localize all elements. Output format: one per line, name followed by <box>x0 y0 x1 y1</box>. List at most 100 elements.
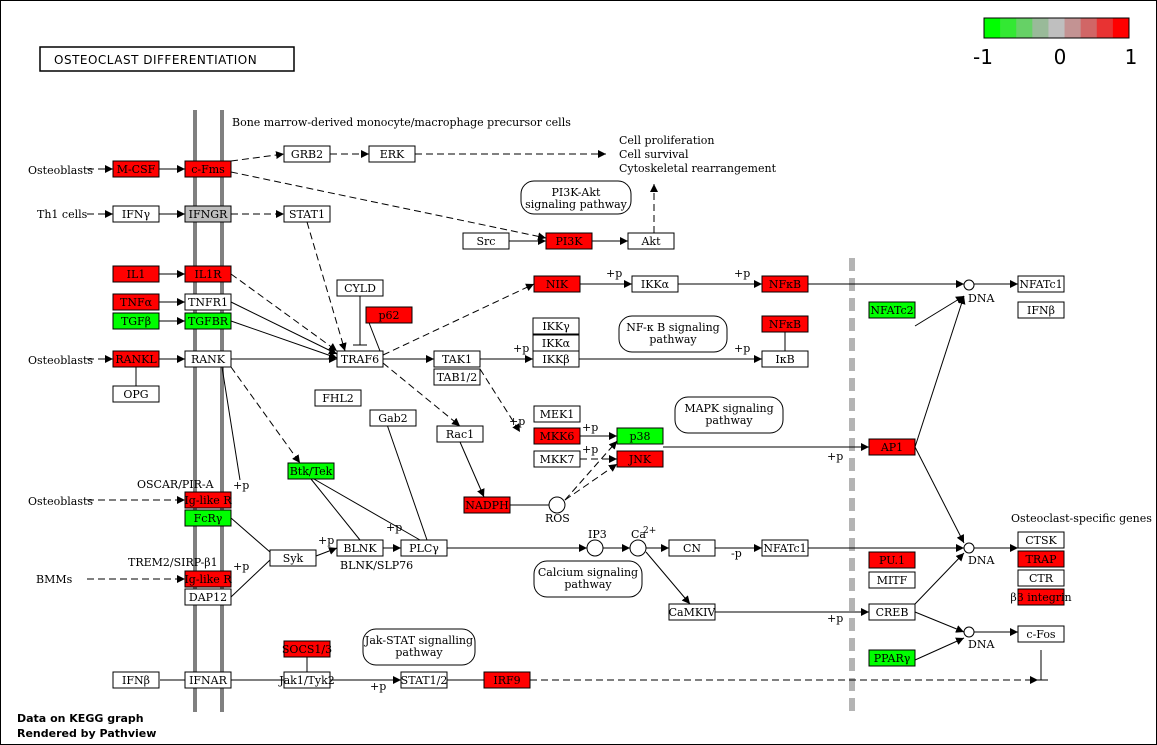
gene-node-ctr[interactable]: CTR <box>1017 569 1065 587</box>
phospho-label: +p <box>513 342 529 355</box>
gene-node-ifng[interactable]: IFNγ <box>112 205 160 223</box>
gene-node-tnfa[interactable]: TNFα <box>112 293 160 311</box>
gene-node-mek1[interactable]: MEK1 <box>533 405 581 423</box>
gene-label: MKK6 <box>540 430 575 443</box>
gene-node-akt[interactable]: Akt <box>627 232 675 250</box>
gene-node-nfatc1a[interactable]: NFATc1 <box>1017 275 1065 293</box>
gene-label: M-CSF <box>117 163 156 176</box>
gene-node-stat12[interactable]: STAT1/2 <box>400 671 448 689</box>
gene-node-mcsf[interactable]: M-CSF <box>112 160 160 178</box>
gene-node-cn[interactable]: CN <box>668 539 716 557</box>
footer-line-2: Rendered by Pathview <box>17 727 156 740</box>
gene-label: IKKα <box>542 337 571 350</box>
gene-node-rac1[interactable]: Rac1 <box>436 425 484 443</box>
gene-node-p62[interactable]: p62 <box>365 306 413 324</box>
gene-node-nfatc2[interactable]: NFATc2 <box>868 301 916 319</box>
gene-node-ikb[interactable]: IκB <box>761 350 809 368</box>
gene-node-creb[interactable]: CREB <box>868 603 916 621</box>
gene-node-blnk[interactable]: BLNK <box>336 539 384 557</box>
dna-marker-3 <box>963 626 975 638</box>
gene-node-il1[interactable]: IL1 <box>112 265 160 283</box>
gene-node-pi3k[interactable]: PI3K <box>545 232 593 250</box>
gene-node-nik[interactable]: NIK <box>533 275 581 293</box>
gene-label: CN <box>683 542 701 555</box>
gene-label: IRF9 <box>493 674 520 687</box>
gene-node-tnfr1[interactable]: TNFR1 <box>184 293 232 311</box>
pathway-edge <box>299 470 421 541</box>
cell-membrane <box>193 110 224 712</box>
gene-node-btk[interactable]: Btk/Tek <box>287 462 335 480</box>
pathway-edge <box>914 637 965 661</box>
pathway-edge <box>479 368 521 433</box>
gene-node-ctsk[interactable]: CTSK <box>1017 531 1065 549</box>
pathway-label: pathway <box>395 646 443 659</box>
gene-node-ikka2[interactable]: IKKα <box>532 334 580 352</box>
gene-node-mkk7[interactable]: MKK7 <box>533 450 581 468</box>
gene-node-iglike1[interactable]: Ig-like R <box>184 491 232 509</box>
gene-node-rank[interactable]: RANK <box>184 350 232 368</box>
gene-node-il1r[interactable]: IL1R <box>184 265 232 283</box>
gene-node-mkk6[interactable]: MKK6 <box>533 427 581 445</box>
gene-node-ikkb[interactable]: IKKβ <box>532 350 580 368</box>
gene-node-jak[interactable]: Jak1/Tyk2 <box>278 671 335 689</box>
gene-node-camkiv[interactable]: CaMKIV <box>668 603 717 621</box>
gene-node-nfkb2[interactable]: NFκB <box>761 315 809 333</box>
gene-node-traf6[interactable]: TRAF6 <box>336 350 384 368</box>
gene-node-p38[interactable]: p38 <box>616 427 664 445</box>
pathway-edge <box>315 547 338 557</box>
gene-node-tab12[interactable]: TAB1/2 <box>433 368 481 386</box>
gene-node-ifnar[interactable]: IFNAR <box>184 671 232 689</box>
gene-node-src[interactable]: Src <box>462 232 510 250</box>
gene-node-stat1a[interactable]: STAT1 <box>283 205 331 223</box>
gene-node-nfatc1b[interactable]: NFATc1 <box>761 539 809 557</box>
gene-node-ikka[interactable]: IKKα <box>631 275 679 293</box>
ros-label: ROS <box>545 512 570 525</box>
gene-node-tgfbr[interactable]: TGFBR <box>184 312 232 330</box>
gene-node-pu1[interactable]: PU.1 <box>868 551 916 569</box>
gene-label: MKK7 <box>540 453 575 466</box>
gene-label: Src <box>477 235 496 248</box>
gene-node-tak1[interactable]: TAK1 <box>433 350 481 368</box>
gene-node-ifnb2[interactable]: IFNβ <box>1017 301 1065 319</box>
gene-node-plcy[interactable]: PLCγ <box>400 539 448 557</box>
gene-node-ifngr[interactable]: IFNGR <box>184 205 232 223</box>
gene-node-cfos[interactable]: c-Fos <box>1017 625 1065 643</box>
gene-node-b3integrin[interactable]: β3 integrin <box>1010 588 1072 606</box>
gene-node-opg[interactable]: OPG <box>112 385 160 403</box>
gene-node-erk[interactable]: ERK <box>368 145 416 163</box>
pathway-label: Calcium signaling <box>538 566 638 579</box>
gene-node-trap[interactable]: TRAP <box>1017 550 1065 568</box>
gene-node-irf9[interactable]: IRF9 <box>483 671 531 689</box>
trem2-label: TREM2/SIRP-β1 <box>128 556 218 569</box>
pathway-edge <box>230 301 338 355</box>
gene-node-grb2[interactable]: GRB2 <box>283 145 331 163</box>
gene-node-socs[interactable]: SOCS1/3 <box>282 640 332 658</box>
gene-node-rankl[interactable]: RANKL <box>112 350 160 368</box>
gene-node-jnk[interactable]: JNK <box>616 450 664 468</box>
gene-node-iglike2[interactable]: Ig-like R <box>184 570 232 588</box>
gene-node-ifnb1[interactable]: IFNβ <box>112 671 160 689</box>
gene-node-nadph[interactable]: NADPH <box>463 496 511 514</box>
gene-node-cyld[interactable]: CYLD <box>336 279 384 297</box>
gene-node-syk[interactable]: Syk <box>269 549 317 567</box>
gene-node-ppary[interactable]: PPARγ <box>868 649 916 667</box>
phospho-label: +p <box>233 479 249 492</box>
gene-node-ap1[interactable]: AP1 <box>868 438 916 456</box>
gene-node-tgfb[interactable]: TGFβ <box>112 312 160 330</box>
gene-node-fhl2[interactable]: FHL2 <box>314 389 362 407</box>
gene-node-gab2[interactable]: Gab2 <box>369 409 417 427</box>
gene-node-nfkb1[interactable]: NFκB <box>761 275 809 293</box>
phospho-label: -p <box>731 547 742 560</box>
gene-node-dap12[interactable]: DAP12 <box>184 588 232 606</box>
gene-node-mitf[interactable]: MITF <box>868 571 916 589</box>
gene-node-cfms[interactable]: c-Fms <box>184 160 232 178</box>
gene-node-fcry[interactable]: FcRγ <box>184 509 232 527</box>
gene-label: IFNGR <box>189 208 228 221</box>
gene-node-ikkg[interactable]: IKKγ <box>532 317 580 335</box>
